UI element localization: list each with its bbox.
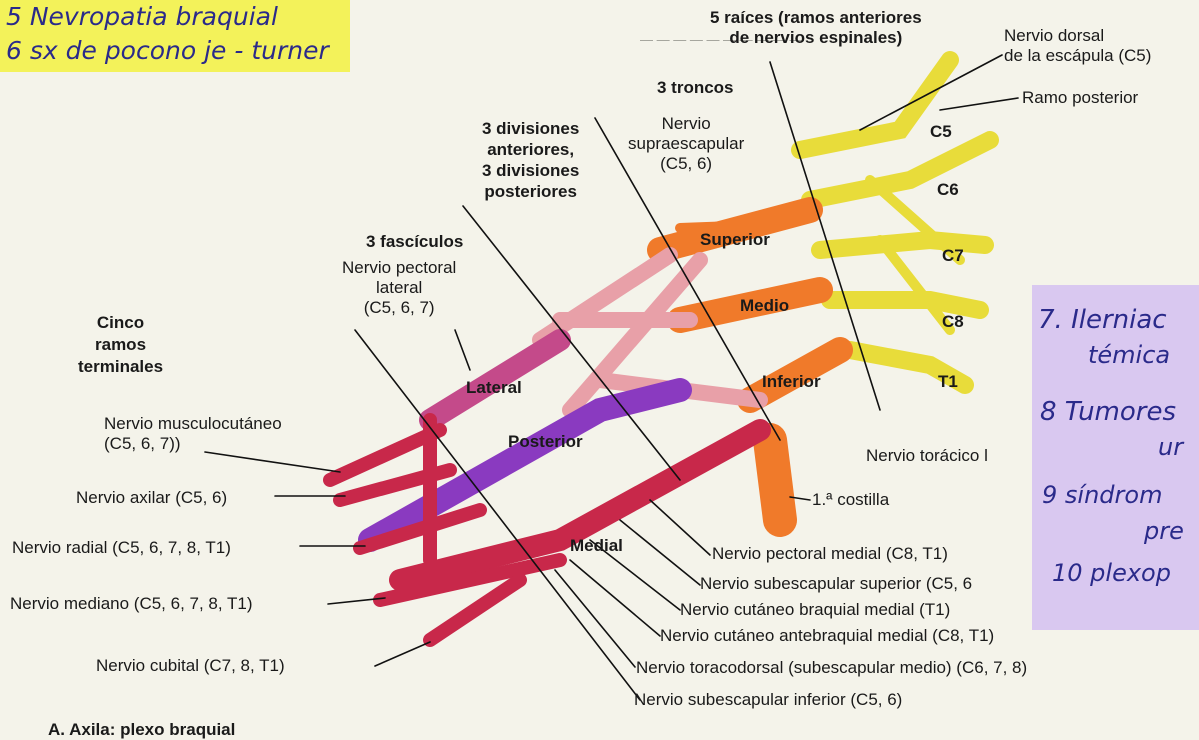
- header-line: anteriores,: [482, 139, 579, 160]
- header-line: Cinco: [78, 312, 163, 334]
- medial-cord-label: Medial: [570, 536, 623, 556]
- inferior-trunk-label: Inferior: [762, 372, 821, 392]
- note-line: ur: [1158, 433, 1183, 461]
- header-line: 5 raíces (ramos anteriores: [710, 8, 922, 28]
- note-line: 10 plexop: [1052, 559, 1171, 587]
- upper-subscapular-label: Nervio subescapular superior (C5, 6: [700, 574, 972, 594]
- roots: [800, 60, 990, 385]
- note-line: témica: [1088, 341, 1170, 369]
- medial-pectoral-label: Nervio pectoral medial (C8, T1): [712, 544, 948, 564]
- note-line: 9 síndrom: [1042, 481, 1162, 509]
- header-line: 3 divisiones: [482, 118, 579, 139]
- note-line: 7. Ilerniac: [1038, 305, 1167, 335]
- label-line: (C5, 6): [628, 154, 744, 174]
- header-line: ramos: [78, 334, 163, 356]
- label-line: lateral: [342, 278, 456, 298]
- ulnar-label: Nervio cubital (C7, 8, T1): [96, 656, 285, 676]
- dorsal-scapular-label: Nervio dorsal de la escápula (C5): [1004, 26, 1151, 66]
- lateral-cord-label: Lateral: [466, 378, 522, 398]
- purple-sticky-note: 7. Ilerniac témica 8 Tumores ur 9 síndro…: [1032, 285, 1199, 630]
- label-line: supraescapular: [628, 134, 744, 154]
- terminals-header: Cinco ramos terminales: [78, 312, 163, 378]
- first-rib-label: 1.ª costilla: [812, 490, 889, 510]
- label-line: (C5, 6, 7): [342, 298, 456, 318]
- c6-label: C6: [937, 180, 959, 200]
- musculocutaneous-label: Nervio musculocutáneo (C5, 6, 7)): [104, 414, 282, 454]
- thoracodorsal-label: Nervio toracodorsal (subescapular medio)…: [636, 658, 1027, 678]
- posterior-cord: [370, 390, 680, 540]
- lateral-pectoral-label: Nervio pectoral lateral (C5, 6, 7): [342, 258, 456, 318]
- figure-caption: A. Axila: plexo braquial: [48, 720, 235, 740]
- trunks-header: 3 troncos: [657, 78, 734, 98]
- header-line: 3 divisiones: [482, 160, 579, 181]
- suprascapular-label: Nervio supraescapular (C5, 6): [628, 114, 744, 174]
- divisions-header: 3 divisiones anteriores, 3 divisiones po…: [482, 118, 579, 202]
- medial-brachial-cutaneous-label: Nervio cutáneo braquial medial (T1): [680, 600, 950, 620]
- c5-label: C5: [930, 122, 952, 142]
- fascicles-header: 3 fascículos: [366, 232, 463, 252]
- note-line: pre: [1144, 517, 1184, 545]
- superior-trunk-label: Superior: [700, 230, 770, 250]
- radial-label: Nervio radial (C5, 6, 7, 8, T1): [12, 538, 231, 558]
- c7-label: C7: [942, 246, 964, 266]
- label-line: de la escápula (C5): [1004, 46, 1151, 66]
- label-line: Nervio musculocutáneo: [104, 414, 282, 434]
- label-line: (C5, 6, 7)): [104, 434, 282, 454]
- t1-label: T1: [938, 372, 958, 392]
- lower-subscapular-label: Nervio subescapular inferior (C5, 6): [634, 690, 902, 710]
- posterior-cord-label: Posterior: [508, 432, 583, 452]
- label-line: Nervio pectoral: [342, 258, 456, 278]
- header-line: posteriores: [482, 181, 579, 202]
- middle-trunk-label: Medio: [740, 296, 789, 316]
- label-line: Nervio: [628, 114, 744, 134]
- axillary-label: Nervio axilar (C5, 6): [76, 488, 227, 508]
- medial-antebrachial-cutaneous-label: Nervio cutáneo antebraquial medial (C8, …: [660, 626, 994, 646]
- header-line: terminales: [78, 356, 163, 378]
- roots-header: 5 raíces (ramos anteriores de nervios es…: [710, 8, 922, 48]
- header-line: de nervios espinales): [710, 28, 922, 48]
- median-label: Nervio mediano (C5, 6, 7, 8, T1): [10, 594, 253, 614]
- note-line: 8 Tumores: [1040, 397, 1176, 427]
- posterior-ramus-label: Ramo posterior: [1022, 88, 1138, 108]
- label-line: Nervio dorsal: [1004, 26, 1151, 46]
- c8-label: C8: [942, 312, 964, 332]
- long-thoracic-label: Nervio torácico l: [866, 446, 988, 466]
